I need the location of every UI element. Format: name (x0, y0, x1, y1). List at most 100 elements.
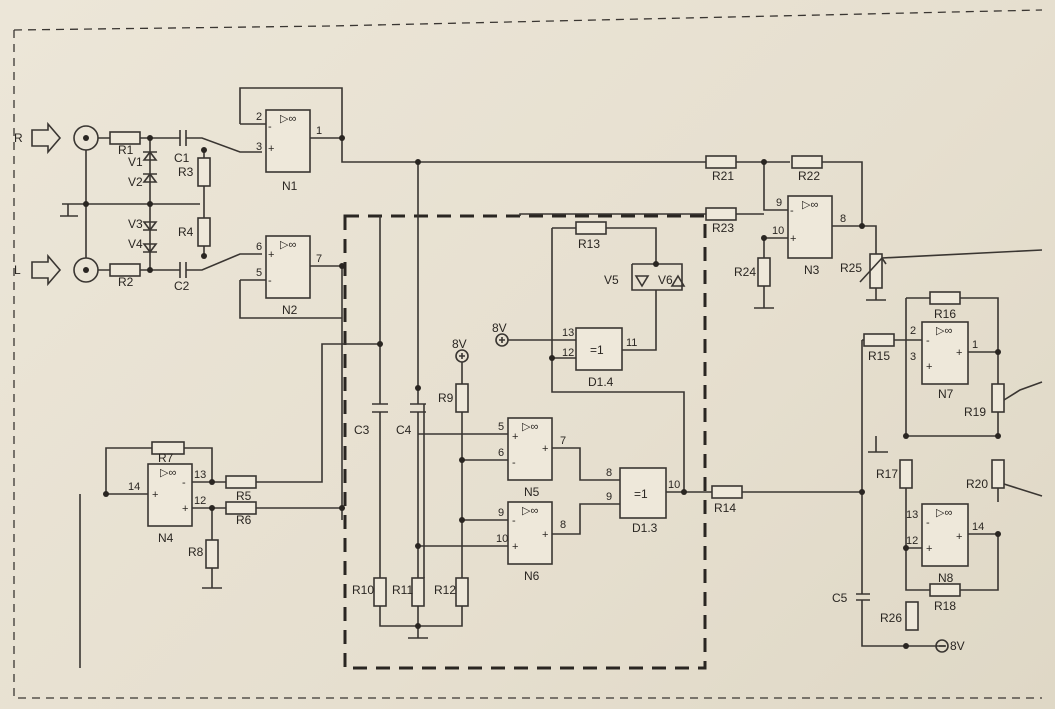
label-r13: R13 (578, 237, 600, 251)
label-r23: R23 (712, 221, 734, 235)
pin-n1-3: 3 (256, 141, 262, 153)
opamp-symbol-n6: ▷∞ (522, 505, 538, 517)
resistor-r8 (205, 539, 219, 569)
gate-d13 (619, 467, 667, 519)
label-n5: N5 (524, 485, 540, 499)
n7-plus: + (926, 361, 932, 373)
potentiometer-r19 (991, 383, 1005, 413)
label-c5: C5 (832, 591, 848, 605)
opamp-symbol-n5: ▷∞ (522, 421, 538, 433)
label-r6: R6 (236, 513, 252, 527)
pin-n4-14: 14 (128, 481, 140, 493)
resistor-r6 (225, 501, 257, 515)
leds-v5-v6 (634, 274, 686, 288)
pin-d13-8: 8 (606, 467, 612, 479)
label-v6: V6 (658, 273, 673, 287)
opamp-n8 (921, 503, 969, 567)
label-r15: R15 (868, 349, 890, 363)
n7-minus: - (926, 335, 930, 347)
n6-out-plus: + (542, 529, 548, 541)
opamp-symbol-n3: ▷∞ (802, 199, 818, 211)
pin-n2-7: 7 (316, 253, 322, 265)
resistor-r10 (373, 577, 387, 607)
label-v1: V1 (128, 155, 143, 169)
resistor-r4 (197, 217, 211, 247)
pin-d14-11: 11 (626, 337, 637, 349)
label-r11: R11 (392, 583, 413, 597)
resistor-r23 (705, 207, 737, 221)
resistor-r17 (899, 459, 913, 489)
pin-n8-14: 14 (972, 521, 984, 533)
resistor-r24 (757, 257, 771, 287)
label-r2: R2 (118, 275, 134, 289)
n5-minus: - (512, 457, 516, 469)
label-v4: V4 (128, 237, 143, 251)
resistor-r18 (929, 583, 961, 597)
resistor-r14 (711, 485, 743, 499)
gate-d14-symbol: =1 (590, 343, 604, 357)
label-n8: N8 (938, 571, 954, 585)
label-v2: V2 (128, 175, 143, 189)
outer-border (13, 9, 1043, 699)
label-r22: R22 (798, 169, 820, 183)
pin-d14-13: 13 (562, 327, 574, 339)
n1-plus: + (268, 143, 274, 155)
label-r19: R19 (964, 405, 986, 419)
n4-plus-b: + (182, 503, 188, 515)
label-d13: D1.3 (632, 521, 658, 535)
n8-out-plus: + (956, 531, 962, 543)
n2-plus: + (268, 249, 274, 261)
opamp-symbol-n2: ▷∞ (280, 239, 296, 251)
capacitor-c2 (179, 262, 187, 278)
pin-n6-8: 8 (560, 519, 566, 531)
label-n3: N3 (804, 263, 820, 277)
n8-minus: - (926, 517, 930, 529)
opamp-n1 (265, 109, 311, 173)
label-c2: C2 (174, 279, 190, 293)
label-c1: C1 (174, 151, 190, 165)
label-n7: N7 (938, 387, 954, 401)
label-r20: R20 (966, 477, 988, 491)
input-arrow-right (31, 121, 62, 155)
opamp-n2 (265, 235, 311, 299)
label-d14: D1.4 (588, 375, 614, 389)
pin-n1-2: 2 (256, 111, 262, 123)
label-v3: V3 (128, 217, 143, 231)
diodes-v1-v4 (142, 150, 158, 254)
n3-minus: - (790, 205, 794, 217)
n4-minus: - (182, 477, 186, 489)
pin-n5-7: 7 (560, 435, 566, 447)
label-r5: R5 (236, 489, 252, 503)
gate-d14 (575, 327, 623, 371)
label-r10: R10 (352, 583, 374, 597)
opamp-n4 (147, 463, 193, 527)
label-r12: R12 (434, 583, 456, 597)
pin-d13-9: 9 (606, 491, 612, 503)
resistor-r15 (863, 333, 895, 347)
n7-out-plus: + (956, 347, 962, 359)
n3-plus: + (790, 233, 796, 245)
supply-minus-8v (935, 639, 949, 653)
label-n2: N2 (282, 303, 298, 317)
label-c4: C4 (396, 423, 412, 437)
n6-minus: - (512, 515, 516, 527)
supply-8v-b (455, 349, 469, 363)
pin-n6-10: 10 (496, 533, 508, 545)
label-supply-minus-8v: 8V (950, 639, 965, 653)
label-n4: N4 (158, 531, 174, 545)
resistor-r21 (705, 155, 737, 169)
pin-n7-2: 2 (910, 325, 916, 337)
label-r9: R9 (438, 391, 454, 405)
label-r3: R3 (178, 165, 194, 179)
label-r17: R17 (876, 467, 898, 481)
pin-n8-12: 12 (906, 535, 918, 547)
pin-n3-10: 10 (772, 225, 784, 237)
label-r8: R8 (188, 545, 204, 559)
n8-plus: + (926, 543, 932, 555)
opamp-n6 (507, 501, 553, 565)
input-arrow-left (31, 253, 62, 287)
opamp-n7 (921, 321, 969, 385)
label-r18: R18 (934, 599, 956, 613)
opamp-symbol-n7: ▷∞ (936, 325, 952, 337)
